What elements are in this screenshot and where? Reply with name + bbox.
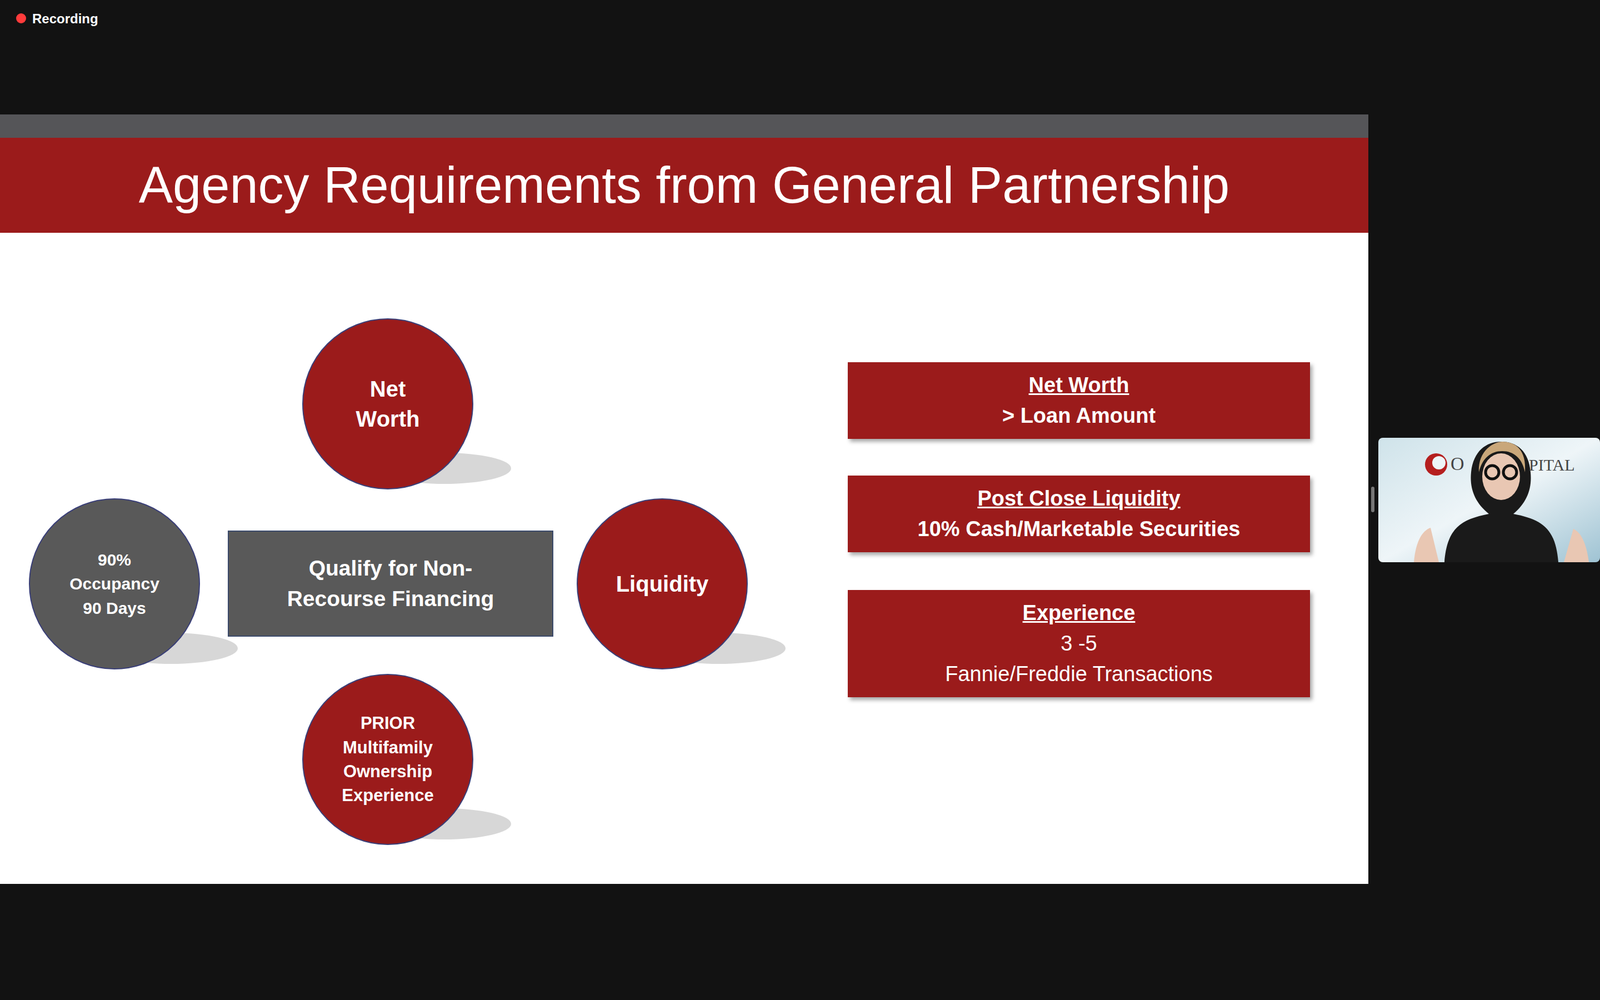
recording-label: Recording bbox=[32, 11, 99, 27]
requirement-box: Post Close Liquidity10% Cash/Marketable … bbox=[847, 475, 1310, 553]
node-text: 3 -5 bbox=[1060, 628, 1097, 659]
video-tile bbox=[1378, 437, 1600, 563]
node-heading: Experience bbox=[1022, 597, 1136, 629]
requirement-box: Net Worth> Loan Amount bbox=[847, 362, 1310, 439]
scroll-handle bbox=[1371, 486, 1375, 513]
node-heading: Net Worth bbox=[346, 373, 430, 434]
recording-dot bbox=[16, 13, 27, 24]
logo-text: PITAL bbox=[1528, 455, 1575, 475]
requirement-box: Experience3 -5Fannie/Freddie Transaction… bbox=[847, 590, 1310, 698]
logo-text: O bbox=[1450, 453, 1465, 475]
node-heading: 90% Occupancy 90 Days bbox=[66, 547, 164, 621]
requirement-circle: Net Worth bbox=[302, 318, 474, 490]
requirement-circle: 90% Occupancy 90 Days bbox=[28, 498, 200, 670]
node-text: Fannie/Freddie Transactions bbox=[945, 658, 1213, 690]
slide-top-bar bbox=[0, 114, 1369, 138]
node-heading: PRIOR Multifamily Ownership Experience bbox=[335, 711, 441, 808]
requirement-circle: Liquidity bbox=[576, 498, 748, 670]
title-band bbox=[0, 137, 1369, 233]
node-heading: Net Worth bbox=[1028, 370, 1130, 401]
requirement-circle: PRIOR Multifamily Ownership Experience bbox=[302, 673, 474, 845]
node-heading: Qualify for Non-Recourse Financing bbox=[261, 553, 520, 614]
slide-white bbox=[0, 114, 1369, 884]
node-text: 10% Cash/Marketable Securities bbox=[917, 513, 1241, 545]
node-heading: Post Close Liquidity bbox=[977, 483, 1180, 514]
node-heading: Liquidity bbox=[616, 568, 709, 599]
center-box: Qualify for Non-Recourse Financing bbox=[227, 530, 554, 637]
node-text: > Loan Amount bbox=[1002, 400, 1156, 432]
slide-title: Agency Requirements from General Partner… bbox=[0, 137, 1369, 233]
